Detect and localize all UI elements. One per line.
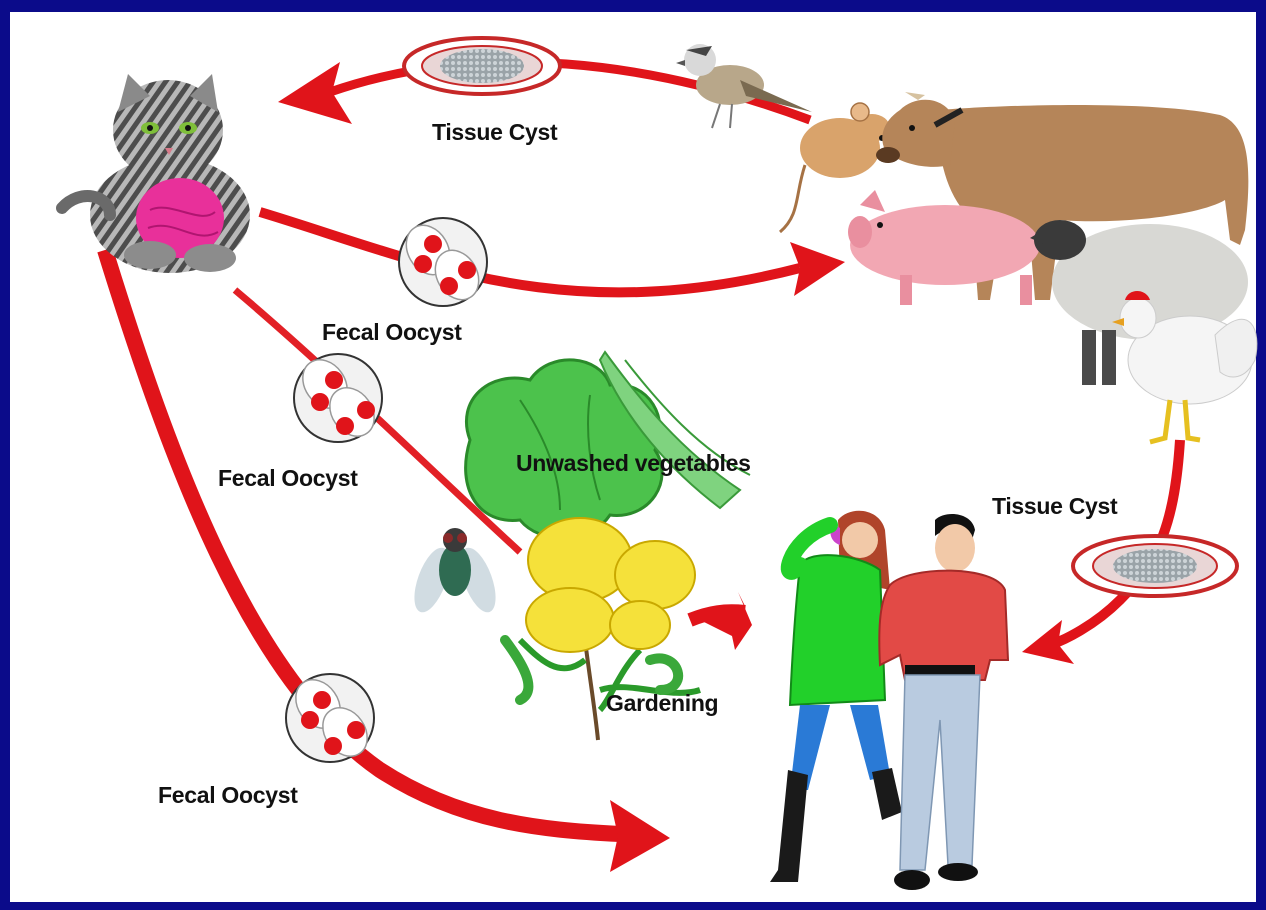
cat-illustration [62, 74, 250, 273]
tissue-cyst-right-image [1073, 536, 1237, 596]
lettuce-illustration [466, 360, 662, 538]
tissue-cyst-top-image [404, 38, 560, 94]
label-fecal-oocyst-1: Fecal Oocyst [322, 319, 462, 345]
label-tissue-cyst-top: Tissue Cyst [432, 119, 558, 145]
fly-illustration [407, 528, 503, 617]
oocyst-image-1 [398, 217, 488, 307]
mouse-illustration [780, 103, 890, 232]
label-tissue-cyst-right: Tissue Cyst [992, 493, 1118, 519]
label-fecal-oocyst-3: Fecal Oocyst [158, 782, 298, 808]
man-illustration [879, 514, 1008, 890]
label-fecal-oocyst-2: Fecal Oocyst [218, 465, 358, 491]
oocyst-image-2 [294, 351, 384, 445]
woman-illustration [770, 511, 902, 882]
label-gardening: Gardening [606, 690, 718, 716]
arrow-gardening-to-humans [690, 592, 752, 650]
label-unwashed-vegetables: Unwashed vegetables [516, 450, 751, 476]
arrow-cat-to-livestock [260, 212, 845, 296]
oocyst-image-3 [286, 671, 376, 765]
